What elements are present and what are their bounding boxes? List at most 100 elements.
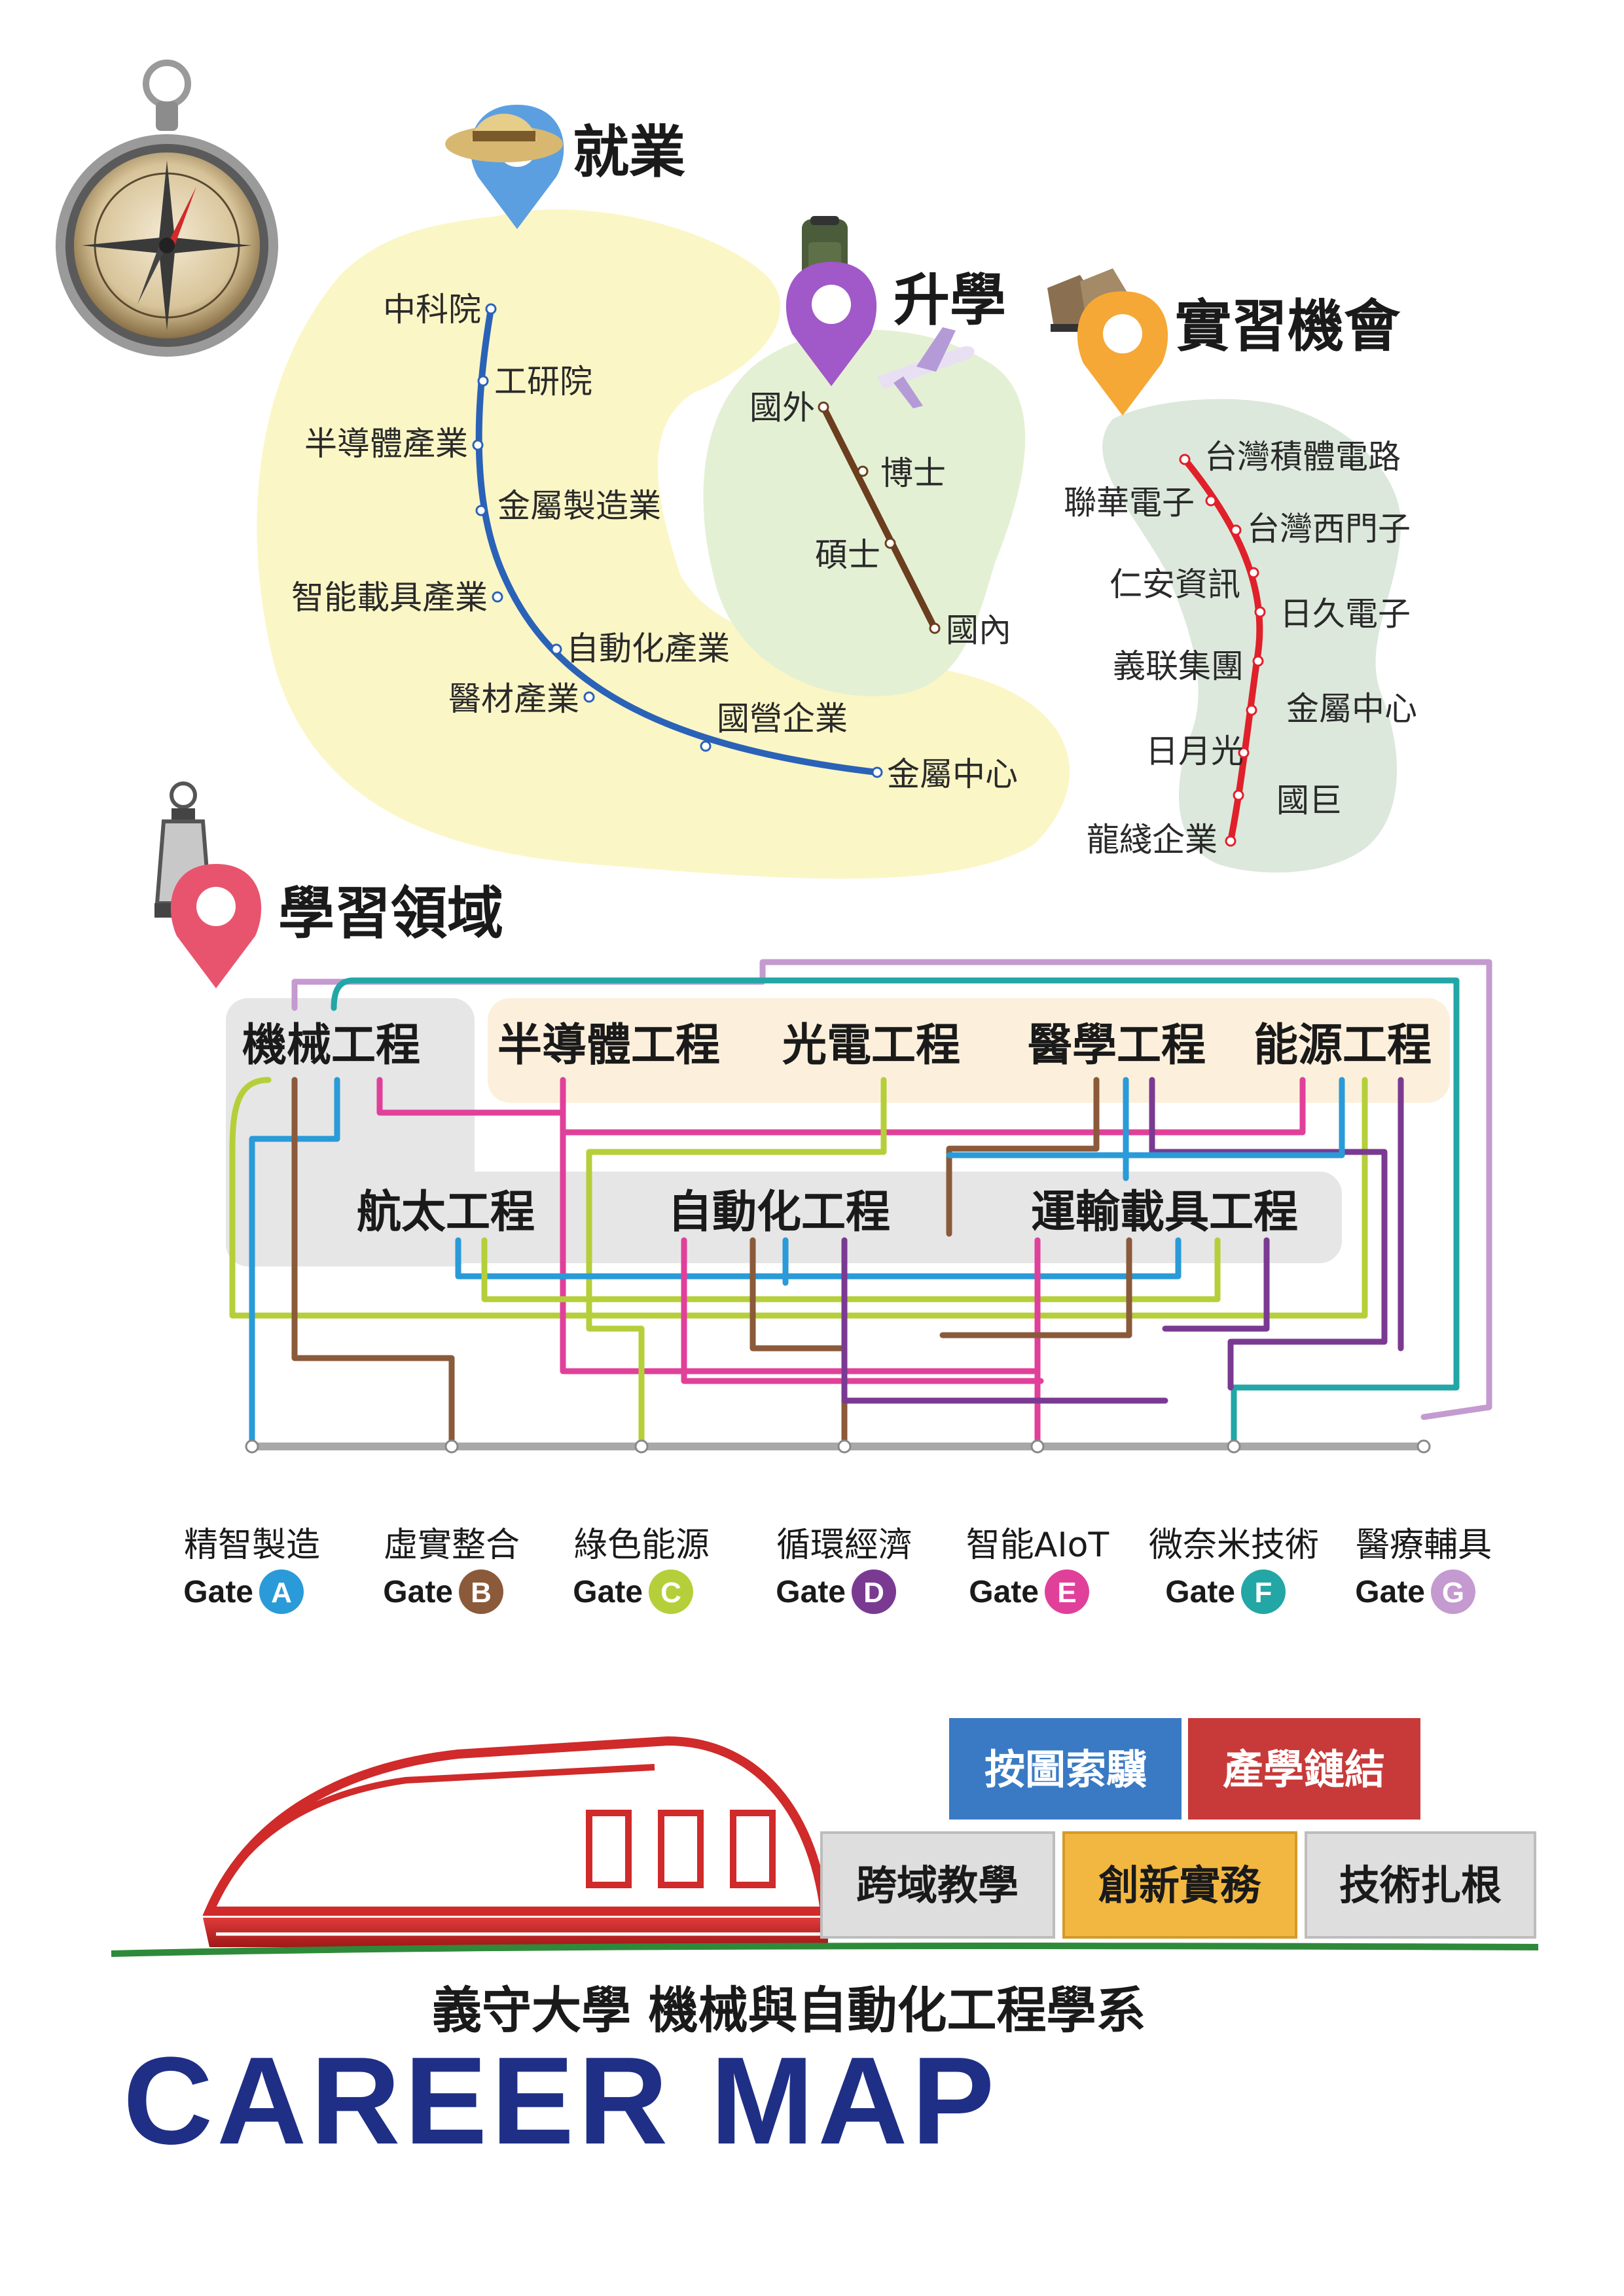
map-pin-employment	[445, 105, 564, 229]
stop-label[interactable]: 國內	[946, 611, 1011, 649]
gate-name: 微奈米技術	[1149, 1526, 1319, 1565]
stop-label[interactable]: 日久電子	[1280, 595, 1411, 633]
compass-icon	[56, 60, 278, 357]
stop-dot	[1205, 495, 1217, 507]
learning-fields-title: 學習領域	[278, 881, 503, 946]
stop-label[interactable]: 日月光	[1146, 732, 1244, 770]
stop-label[interactable]: 國外	[749, 389, 815, 427]
stop-label[interactable]: 仁安資訊	[1110, 565, 1240, 603]
gate-rail-dot	[1227, 1439, 1241, 1454]
gate-name: 綠色能源	[573, 1526, 710, 1565]
stop-dot	[492, 591, 503, 603]
gate-badge	[259, 1570, 304, 1614]
gate-word: Gate	[1355, 1575, 1425, 1609]
container-innovation[interactable]: 創新實務	[1062, 1831, 1297, 1939]
gate-letter: C	[660, 1577, 681, 1609]
stop-dot	[485, 303, 497, 315]
stop-label[interactable]: 半導體產業	[304, 425, 468, 463]
gate-dots	[245, 1439, 1431, 1454]
gate-badge	[1431, 1570, 1475, 1614]
stop-dot	[1246, 704, 1257, 716]
stop-label[interactable]: 智能載具產業	[291, 579, 488, 617]
container-tech-root[interactable]: 技術扎根	[1305, 1831, 1536, 1939]
stop-label[interactable]: 金屬中心	[1286, 690, 1417, 728]
map-pin-study	[785, 262, 877, 386]
stop-dot	[700, 740, 712, 752]
gate-word: Gate	[969, 1575, 1039, 1609]
stop-label[interactable]: 博士	[880, 454, 946, 492]
container-industry-link[interactable]: 產學鏈結	[1188, 1718, 1420, 1820]
gate-name: 虛實整合	[384, 1526, 520, 1565]
gate-badge	[852, 1570, 896, 1614]
gate-rail-dot	[1416, 1439, 1431, 1454]
gate-word: Gate	[183, 1575, 253, 1609]
field-aerospace[interactable]: 航太工程	[357, 1187, 535, 1238]
stop-label[interactable]: 金屬中心	[887, 755, 1018, 793]
gate-rail-dot	[1030, 1439, 1045, 1454]
field-panel-upper	[488, 998, 1450, 1103]
stop-dot	[550, 643, 562, 655]
field-vehicle[interactable]: 運輸載具工程	[1031, 1187, 1298, 1238]
svg-text:技術扎根: 技術扎根	[1339, 1861, 1502, 1909]
container-trace[interactable]: 按圖索驥	[949, 1718, 1182, 1820]
gate-letter: G	[1442, 1577, 1464, 1609]
stop-dot	[475, 505, 487, 516]
gate-e[interactable]: 智能AIoT Gate E	[966, 1526, 1110, 1614]
gate-word: Gate	[1165, 1575, 1235, 1609]
stop-label[interactable]: 國營企業	[717, 700, 848, 738]
stop-dot	[929, 622, 941, 634]
svg-text:創新實務: 創新實務	[1098, 1861, 1261, 1909]
stop-dot	[477, 375, 489, 387]
stop-label[interactable]: 龍綫企業	[1087, 821, 1218, 859]
stop-dot	[1179, 454, 1191, 465]
stop-label[interactable]: 金屬製造業	[497, 487, 661, 525]
stop-label[interactable]: 自動化產業	[566, 630, 730, 668]
stop-dot	[857, 465, 869, 477]
stop-dot	[1248, 567, 1259, 579]
field-biomedical[interactable]: 醫學工程	[1028, 1020, 1206, 1071]
stop-label[interactable]: 台灣西門子	[1247, 510, 1411, 548]
career-map-title: CAREER MAP	[123, 2032, 998, 2170]
internship-region	[1102, 399, 1401, 873]
stop-label[interactable]: 醫材產業	[448, 680, 579, 718]
study-line	[820, 404, 938, 632]
container-cross-domain[interactable]: 跨域教學	[820, 1831, 1055, 1939]
stop-dot	[472, 439, 484, 451]
stop-label[interactable]: 國巨	[1276, 781, 1342, 819]
gate-rail-dot	[634, 1439, 649, 1454]
field-mechanical[interactable]: 機械工程	[242, 1020, 420, 1071]
field-semiconductor[interactable]: 半導體工程	[497, 1020, 720, 1071]
map-pin-learning	[170, 864, 262, 988]
stop-dot	[1238, 747, 1250, 759]
stop-label[interactable]: 聯華電子	[1064, 484, 1195, 522]
gate-word: Gate	[776, 1575, 846, 1609]
gate-name: 智能AIoT	[966, 1526, 1110, 1565]
stop-dot	[871, 766, 883, 778]
stop-label[interactable]: 工研院	[494, 363, 592, 401]
stop-dot	[1254, 606, 1266, 618]
gate-badge	[459, 1570, 503, 1614]
gate-letter: E	[1057, 1577, 1076, 1609]
svg-text:按圖索驥: 按圖索驥	[984, 1746, 1147, 1793]
map-pin-internship	[1077, 291, 1168, 416]
stop-label[interactable]: 中科院	[383, 291, 481, 329]
stop-label[interactable]: 台灣積體電路	[1204, 438, 1401, 476]
stop-label[interactable]: 碩士	[815, 536, 880, 574]
field-energy[interactable]: 能源工程	[1254, 1020, 1432, 1071]
field-optoelectronic[interactable]: 光電工程	[782, 1020, 960, 1071]
field-automation[interactable]: 自動化工程	[668, 1187, 890, 1238]
gate-rail-dot	[837, 1439, 852, 1454]
stop-label[interactable]: 義联集團	[1113, 647, 1244, 685]
gate-rail-dot	[444, 1439, 459, 1454]
airplane-icon	[877, 327, 975, 408]
